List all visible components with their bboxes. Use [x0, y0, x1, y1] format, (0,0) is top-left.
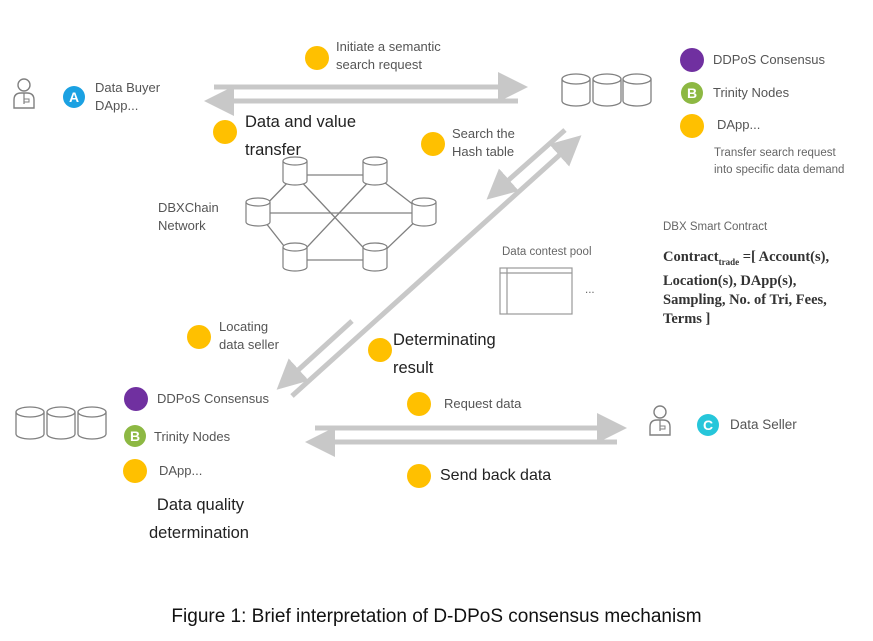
determining-line1: Determinating — [393, 331, 496, 349]
seller-person-icon — [649, 405, 671, 436]
formula-name: Contract — [663, 249, 719, 265]
determining-line2: result — [393, 359, 434, 377]
network-node — [362, 242, 388, 272]
buyer-label: Data Buyer DApp... — [95, 79, 160, 115]
network-label-line1: DBXChain — [158, 200, 219, 215]
formula-line4: Terms ] — [663, 310, 711, 327]
hash-line2: Hash table — [452, 144, 515, 159]
contest-pool-ellipsis: ... — [585, 284, 595, 296]
step-dot-yellow — [213, 120, 237, 144]
network-label: DBXChain Network — [158, 199, 219, 235]
formula-line2: Location(s), DApp(s), — [663, 272, 797, 289]
step-dot-yellow — [187, 325, 211, 349]
initiate-request-line1: Initiate a semantic — [336, 39, 441, 54]
buyer-badge-letter: A — [68, 89, 80, 105]
quality-line2: determination — [149, 524, 249, 542]
trinity-badge-b: B — [124, 425, 146, 447]
data-quality-label: Data quality determination — [149, 491, 249, 547]
buyer-label-title: Data Buyer — [95, 80, 161, 95]
consensus-dot-purple — [680, 48, 704, 72]
step-dot-yellow — [368, 338, 392, 362]
bottom-consensus-label: DDPoS Consensus — [157, 391, 269, 406]
formula-line1-rest: =[ Account(s), — [742, 249, 830, 265]
hash-line1: Search the — [452, 126, 515, 141]
trinity-badge-letter: B — [686, 85, 698, 101]
formula-subscript: trade — [718, 256, 740, 267]
search-hash-label: Search the Hash table — [452, 125, 515, 161]
seller-badge-c: C — [697, 414, 719, 436]
transfer-note-line2: into specific data demand — [714, 164, 845, 176]
seller-badge-letter: C — [702, 417, 714, 433]
seller-label: Data Seller — [730, 417, 797, 432]
locating-seller-label: Locating data seller — [219, 318, 279, 354]
locating-line1: Locating — [219, 319, 269, 334]
initiate-request-label: Initiate a semantic search request — [336, 38, 441, 74]
transfer-note: Transfer search request into specific da… — [714, 145, 844, 179]
quality-line1: Data quality — [156, 496, 245, 514]
request-data-label: Request data — [444, 396, 522, 411]
bottom-dapp-label: DApp... — [159, 463, 203, 478]
top-dapp-label: DApp... — [717, 117, 761, 132]
network-node — [362, 156, 388, 186]
determining-result-label: Determinating result — [393, 326, 496, 382]
transfer-line2: transfer — [245, 141, 301, 159]
arrow-long-diagonal-up — [290, 135, 582, 398]
transfer-note-line1: Transfer search request — [714, 147, 836, 159]
step-dot-yellow — [407, 464, 431, 488]
consensus-dot-purple — [124, 387, 148, 411]
initiate-request-line2: search request — [336, 57, 422, 72]
network-label-line2: Network — [158, 218, 206, 233]
network-node — [245, 197, 271, 227]
step-dot-yellow — [305, 46, 329, 70]
formula-line3: Sampling, No. of Tri, Fees, — [663, 291, 827, 308]
step-dot-yellow — [421, 132, 445, 156]
locating-line2: data seller — [219, 337, 279, 352]
network-node — [282, 242, 308, 272]
transfer-line1: Data and value — [245, 113, 356, 131]
data-value-transfer-label: Data and value transfer — [245, 108, 356, 164]
dapp-dot-yellow — [680, 114, 704, 138]
arrow-locating-down — [276, 319, 354, 390]
buyer-label-dapp: DApp... — [95, 98, 139, 113]
database-cluster-bottom-left — [15, 406, 107, 440]
buyer-badge-a: A — [63, 86, 85, 108]
formula-line1: Contracttrade =[ Account(s), — [663, 248, 829, 272]
smart-contract-formula: Contracttrade =[ Account(s), Location(s)… — [663, 248, 829, 329]
bottom-trinity-label: Trinity Nodes — [154, 429, 231, 444]
smart-contract-title: DBX Smart Contract — [663, 221, 768, 233]
contest-pool-label: Data contest pool — [502, 246, 592, 258]
buyer-person-icon — [13, 78, 35, 109]
top-trinity-label: Trinity Nodes — [713, 85, 790, 100]
contest-pool-table-icon — [499, 267, 573, 315]
trinity-badge-letter: B — [129, 428, 141, 444]
network-node — [411, 197, 437, 227]
database-cluster-top-right — [561, 73, 652, 107]
figure-caption: Figure 1: Brief interpretation of D-DPoS… — [171, 606, 702, 627]
send-back-data-label: Send back data — [440, 467, 552, 484]
dapp-dot-yellow — [123, 459, 147, 483]
step-dot-yellow — [407, 392, 431, 416]
top-consensus-label: DDPoS Consensus — [713, 52, 825, 67]
trinity-badge-b: B — [681, 82, 703, 104]
